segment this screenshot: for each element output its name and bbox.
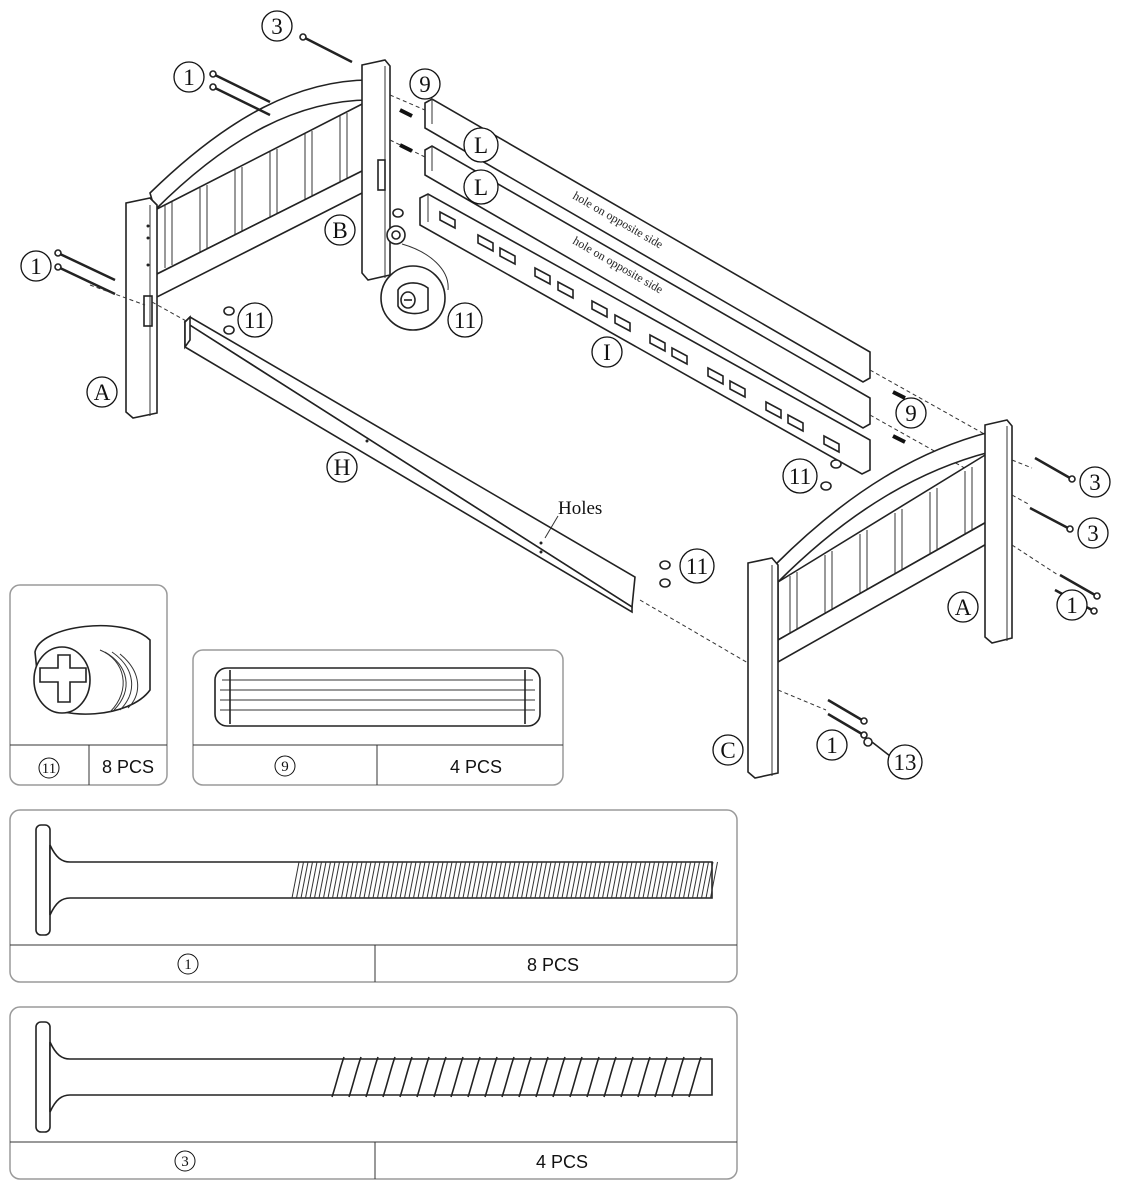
svg-text:1: 1 (1066, 593, 1078, 618)
slat-rail (419, 193, 871, 475)
quantity-9: 4 PCS (450, 757, 502, 777)
svg-text:C: C (720, 738, 735, 763)
svg-text:13: 13 (894, 750, 917, 775)
dowel-glyphs (399, 108, 906, 444)
note-holes: Holes (558, 498, 602, 519)
fine-thread-bolt-icon (35, 824, 718, 936)
part-number-9: 9 (281, 759, 289, 775)
hw-callout-3-right-a: 3 (1079, 466, 1111, 498)
part-label-b: B (324, 214, 356, 246)
hw-callout-11-right: 11 (782, 458, 818, 494)
front-rail (151, 301, 761, 671)
svg-text:3: 3 (1087, 521, 1099, 546)
parts-panel-bolt-coarse: 3 4 PCS (9, 1006, 738, 1180)
hw-callout-11-zoom: 11 (447, 302, 483, 338)
part-label-l-top: L (463, 127, 499, 163)
hw-callout-11-bottom: 11 (679, 548, 715, 584)
svg-text:I: I (603, 340, 611, 365)
part-label-a-right: A (947, 591, 979, 623)
svg-text:11: 11 (789, 464, 811, 489)
svg-text:L: L (474, 133, 488, 158)
svg-text:3: 3 (1089, 470, 1101, 495)
svg-text:A: A (94, 380, 111, 405)
svg-text:B: B (332, 218, 347, 243)
svg-text:3: 3 (271, 14, 283, 39)
part-label-l-bottom: L (463, 169, 499, 205)
barrel-nut-glyphs (223, 208, 842, 588)
svg-text:11: 11 (686, 554, 708, 579)
parts-panel-barrel-nut: 11 8 PCS (9, 584, 168, 786)
quantity-1: 8 PCS (527, 955, 579, 975)
hw-callout-1-top: 1 (173, 61, 205, 93)
part-label-a-left: A (86, 376, 118, 408)
svg-text:L: L (474, 175, 488, 200)
svg-text:1: 1 (826, 733, 838, 758)
hw-callout-3-top: 3 (261, 10, 293, 42)
part-label-c: C (712, 734, 744, 766)
hw-callout-13: 13 (887, 744, 923, 780)
svg-text:11: 11 (244, 308, 266, 333)
left-headboard (125, 59, 391, 419)
quantity-3: 4 PCS (536, 1152, 588, 1172)
coarse-thread-bolt-icon (35, 1021, 713, 1133)
svg-text:11: 11 (454, 308, 476, 333)
bolt-glyphs (54, 33, 1101, 739)
part-number-1: 1 (184, 957, 192, 973)
svg-text:1: 1 (183, 65, 195, 90)
part-label-i: I (591, 336, 623, 368)
hw-callout-1-bottom: 1 (816, 729, 848, 761)
washer-glyph (863, 737, 891, 757)
quantity-11: 8 PCS (102, 757, 154, 777)
hw-callout-3-right-b: 3 (1077, 517, 1109, 549)
hw-callout-1-right: 1 (1056, 589, 1088, 621)
wood-dowel-icon (214, 667, 541, 727)
bed-assembly-drawing: hole on opposite side hole on opposite s… (20, 10, 1111, 780)
parts-panel-dowel: 9 4 PCS (192, 649, 564, 786)
part-number-11: 11 (42, 761, 56, 777)
nut-zoom-detail (380, 243, 449, 331)
svg-text:9: 9 (419, 72, 431, 97)
barrel-nut-icon (33, 624, 151, 715)
svg-text:H: H (334, 455, 351, 480)
svg-text:1: 1 (30, 254, 42, 279)
hw-callout-9-top: 9 (409, 68, 441, 100)
hw-callout-9-mid: 9 (895, 397, 927, 429)
parts-panel-bolt-fine: 1 8 PCS (9, 809, 738, 983)
part-label-h: H (326, 451, 358, 483)
hw-callout-1-left: 1 (20, 250, 52, 282)
right-headboard (747, 419, 1013, 779)
svg-text:A: A (955, 595, 972, 620)
guard-rails (389, 94, 996, 486)
guide-lines (89, 284, 1059, 711)
hw-callout-11-left: 11 (237, 302, 273, 338)
svg-text:9: 9 (905, 401, 917, 426)
part-number-3: 3 (181, 1154, 189, 1170)
